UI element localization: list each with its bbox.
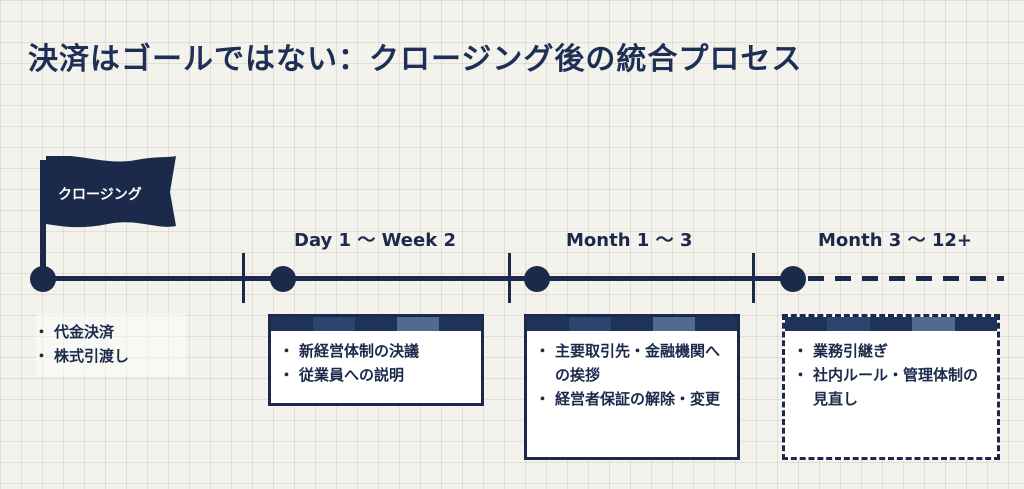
list-item: 代金決済 (34, 320, 186, 344)
milestone-dot-month1 (524, 266, 550, 292)
phase-task-card: 主要取引先・金融機関への挨拶 経営者保証の解除・変更 (524, 314, 740, 460)
card-header (785, 317, 998, 331)
phase-label: Day 1 〜 Week 2 (294, 230, 456, 251)
milestone-dot-closing (30, 266, 56, 292)
card-header (527, 317, 737, 331)
phase-divider (242, 253, 245, 303)
timeline-axis-future (808, 276, 1004, 281)
phase-task-card: 業務引継ぎ 社内ルール・管理体制の見直し (782, 314, 1000, 460)
list-item: 社内ルール・管理体制の見直し (793, 363, 989, 411)
phase-divider (508, 253, 511, 303)
list-item: 株式引渡し (34, 344, 186, 368)
card-header (271, 317, 481, 331)
list-item: 業務引継ぎ (793, 339, 989, 363)
list-item: 経営者保証の解除・変更 (535, 387, 729, 411)
timeline-axis (40, 276, 792, 281)
list-item: 新経営体制の決議 (279, 339, 481, 363)
phase-label: Month 3 〜 12+ (818, 230, 972, 251)
flagpole (40, 160, 46, 280)
list-item: 主要取引先・金融機関への挨拶 (535, 339, 729, 387)
list-item: 従業員への説明 (279, 363, 481, 387)
milestone-dot-month3 (780, 266, 806, 292)
phase-task-card: 新経営体制の決議 従業員への説明 (268, 314, 484, 406)
closing-item-list: 代金決済 株式引渡し (34, 314, 186, 376)
flag-label: クロージング (58, 187, 142, 203)
page-title: 決済はゴールではない：クロージング後の統合プロセス (28, 42, 803, 77)
phase-label: Month 1 〜 3 (566, 230, 693, 251)
flag-icon (46, 156, 176, 228)
milestone-dot-day1 (270, 266, 296, 292)
phase-divider (752, 253, 755, 303)
